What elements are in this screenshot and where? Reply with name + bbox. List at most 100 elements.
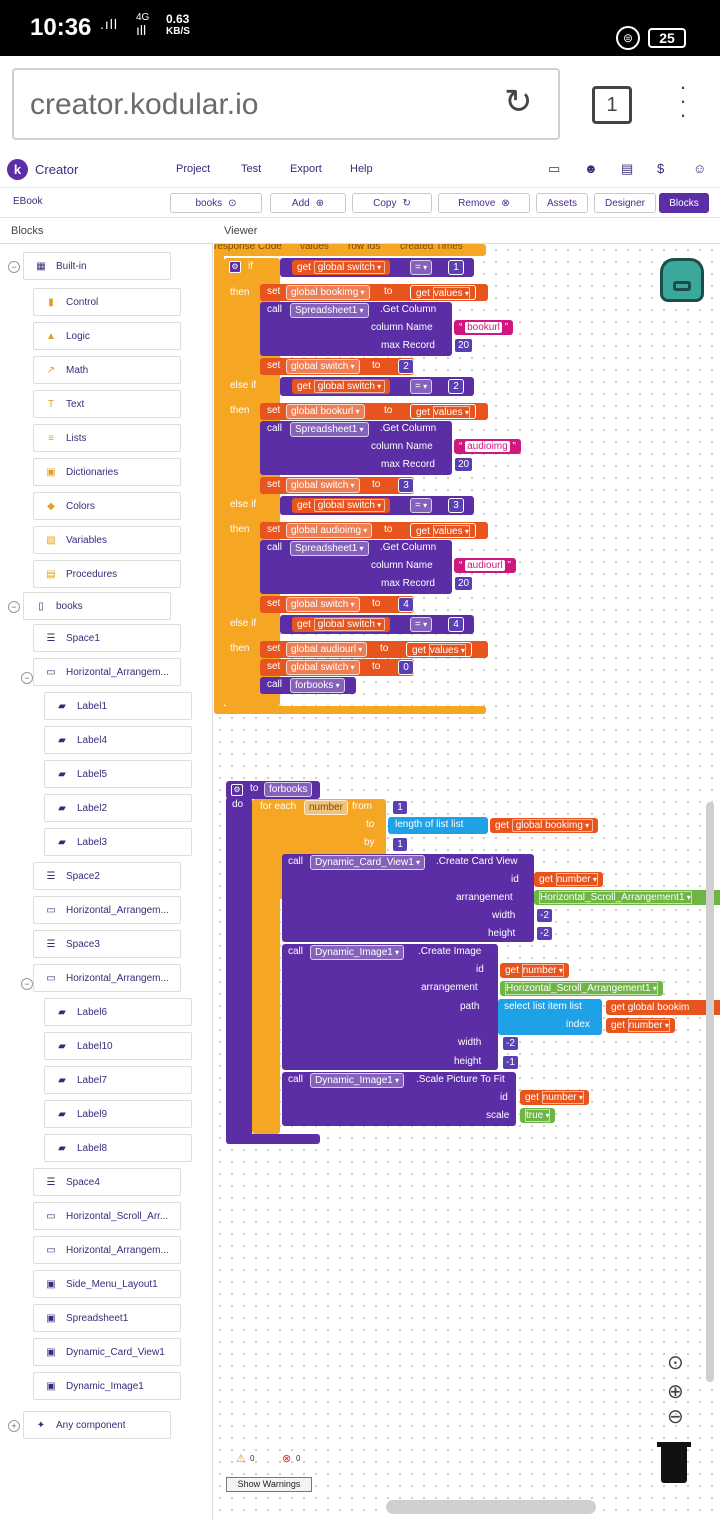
tree-comp-item[interactable]: ▰Label2 — [44, 794, 192, 822]
max-record-value[interactable]: 20 — [454, 338, 474, 353]
values-dropdown[interactable]: values — [432, 287, 470, 300]
vertical-scrollbar[interactable] — [706, 802, 714, 1382]
show-warnings-button[interactable]: Show Warnings — [226, 1477, 312, 1492]
recenter-icon[interactable]: ⊙ — [667, 1352, 684, 1374]
billing-icon[interactable]: $ — [657, 161, 665, 176]
tree-builtin-math[interactable]: ↗Math — [33, 356, 181, 384]
var-dropdown[interactable]: global bookimg — [286, 285, 370, 300]
number-dropdown[interactable]: number — [541, 1091, 584, 1104]
compare-value[interactable]: 3 — [448, 498, 464, 513]
tree-comp-item[interactable]: ▭Horizontal_Arrangem... — [33, 896, 181, 924]
spreadsheet-dropdown[interactable]: Spreadsheet1 — [290, 422, 369, 437]
tree-comp-item[interactable]: ▣Spreadsheet1 — [33, 1304, 181, 1332]
tree-builtin-colors[interactable]: ◆Colors — [33, 492, 181, 520]
tab-count-button[interactable]: 1 — [592, 86, 632, 124]
hsa-dropdown[interactable]: Horizontal_Scroll_Arrangement1 — [539, 891, 692, 904]
select-list-item-block[interactable]: select list item list index — [498, 999, 602, 1035]
column-string[interactable]: “ bookurl ” — [454, 320, 514, 335]
backpack-icon[interactable] — [660, 258, 704, 302]
tree-comp-item[interactable]: ▰Label1 — [44, 692, 192, 720]
by-value[interactable]: 1 — [392, 837, 408, 852]
tree-builtin-procedures[interactable]: ▤Procedures — [33, 560, 181, 588]
var-dropdown[interactable]: global audiourl — [286, 642, 368, 657]
compare-value[interactable]: 1 — [448, 260, 464, 275]
menu-export[interactable]: Export — [290, 163, 322, 175]
get-switch-chip[interactable]: get global switch — [292, 260, 391, 275]
values-dropdown[interactable]: values — [428, 644, 466, 657]
card-component-dropdown[interactable]: Dynamic_Card_View1 — [310, 855, 425, 870]
tree-comp-item[interactable]: ▰Label9 — [44, 1100, 192, 1128]
add-screen-button[interactable]: Add⊕ — [270, 193, 346, 213]
true-chip[interactable]: true — [520, 1108, 556, 1123]
more-menu-icon[interactable]: ··· — [679, 74, 687, 127]
builtin-toggle[interactable]: − — [8, 261, 20, 273]
get-number-chip-1[interactable]: get number — [534, 872, 603, 887]
tree-comp-item[interactable]: ▭Horizontal_Arrangem... — [33, 658, 181, 686]
get-values-chip[interactable]: get values — [410, 404, 476, 419]
docs-icon[interactable]: ▤ — [621, 161, 634, 176]
max-record-value[interactable]: 20 — [454, 457, 474, 472]
zoom-in-icon[interactable]: ⊕ — [667, 1381, 684, 1403]
image-component-dropdown[interactable]: Dynamic_Image1 — [310, 945, 405, 960]
var-dropdown[interactable]: global audioimg — [286, 523, 373, 538]
tree-comp-item[interactable]: ▭Horizontal_Arrangem... — [33, 1236, 181, 1264]
create-card-view-block[interactable]: call Dynamic_Card_View1 .Create Card Vie… — [282, 854, 534, 942]
switch-dropdown[interactable]: global switch — [286, 359, 360, 374]
palette-icon[interactable]: ☻ — [584, 161, 598, 176]
tree-any-component[interactable]: ✦Any component — [23, 1411, 171, 1439]
var-dropdown[interactable]: global bookimg — [511, 819, 594, 832]
menu-help[interactable]: Help — [350, 163, 373, 175]
any-toggle[interactable]: + — [8, 1420, 20, 1432]
get-bookimg-chip[interactable]: get global bookimg — [490, 818, 599, 833]
menu-project[interactable]: Project — [176, 163, 211, 175]
switch-value[interactable]: 3 — [398, 478, 414, 493]
screen-select[interactable]: books⊙ — [170, 193, 262, 213]
procedure-header[interactable]: ⚙ to forbooks — [226, 781, 320, 799]
menu-test[interactable]: Test — [241, 163, 262, 175]
switch-value[interactable]: 0 — [398, 660, 414, 675]
values-dropdown[interactable]: values — [432, 525, 470, 538]
equals-dropdown[interactable]: = — [410, 617, 433, 632]
var-bookim[interactable]: global bookim — [627, 1002, 690, 1013]
tree-builtin-lists[interactable]: ≡Lists — [33, 424, 181, 452]
number-dropdown[interactable]: number — [627, 1019, 670, 1032]
hsa-dropdown[interactable]: Horizontal_Scroll_Arrangement1 — [505, 982, 658, 995]
procedure-name-field[interactable]: forbooks — [264, 782, 313, 797]
number-dropdown[interactable]: number — [555, 873, 598, 886]
switch-dropdown[interactable]: global switch — [313, 499, 386, 512]
tree-builtin-variables[interactable]: ▧Variables — [33, 526, 181, 554]
trash-icon[interactable] — [661, 1447, 687, 1483]
compare-value[interactable]: 4 — [448, 617, 464, 632]
reload-icon[interactable]: ↻ — [504, 83, 533, 121]
switch-dropdown[interactable]: global switch — [313, 380, 386, 393]
switch-value[interactable]: 4 — [398, 597, 414, 612]
true-dropdown[interactable]: true — [525, 1109, 551, 1122]
tree-builtin[interactable]: ▦Built-in — [23, 252, 171, 280]
switch-dropdown[interactable]: global switch — [286, 478, 360, 493]
get-bookimg-chip-2[interactable]: get global bookim — [606, 1000, 720, 1015]
create-image-block[interactable]: call Dynamic_Image1 .Create Image id arr… — [282, 944, 498, 1070]
tree-comp-item[interactable]: ▭Horizontal_Scroll_Arr... — [33, 1202, 181, 1230]
column-text[interactable]: bookurl — [465, 322, 502, 333]
column-text[interactable]: audiourl — [465, 560, 505, 571]
switch-dropdown[interactable]: global switch — [286, 660, 360, 675]
switch-dropdown[interactable]: global switch — [313, 618, 386, 631]
get-values-chip[interactable]: get values — [410, 523, 476, 538]
column-text[interactable]: audioimg — [465, 441, 510, 452]
scale-picture-block[interactable]: call Dynamic_Image1 .Scale Picture To Fi… — [282, 1072, 516, 1126]
values-dropdown[interactable]: values — [432, 406, 470, 419]
switch-dropdown[interactable]: global switch — [286, 597, 360, 612]
column-string[interactable]: “ audiourl ” — [454, 558, 516, 573]
tree-comp-item[interactable]: ▰Label3 — [44, 828, 192, 856]
image-height-value[interactable]: -1 — [502, 1055, 519, 1070]
tree-builtin-dictionaries[interactable]: ▣Dictionaries — [33, 458, 181, 486]
get-values-chip[interactable]: get values — [406, 642, 472, 657]
tree-comp-item[interactable]: ▰Label8 — [44, 1134, 192, 1162]
tree-comp-item[interactable]: ▭Horizontal_Arrangem... — [33, 964, 181, 992]
max-record-value[interactable]: 20 — [454, 576, 474, 591]
get-values-chip[interactable]: get values — [410, 285, 476, 300]
account-icon[interactable]: ☺ — [693, 161, 707, 176]
